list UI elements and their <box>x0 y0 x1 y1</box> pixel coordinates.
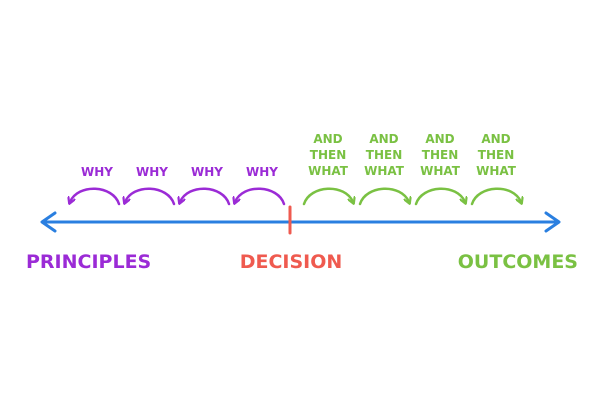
why-label-1: WHY <box>81 165 113 179</box>
outcomes-label: OUTCOMES <box>458 251 578 273</box>
why-arrows <box>70 187 286 206</box>
why-arrow-3 <box>180 187 231 206</box>
then-label-3-line-1: AND <box>425 132 454 146</box>
then-label-1-line-2: THEN <box>310 148 346 162</box>
right-arrowhead-icon <box>544 211 561 233</box>
then-label-2-line-2: THEN <box>366 148 402 162</box>
why-label-4: WHY <box>246 165 278 179</box>
then-labels: AND THEN WHAT AND THEN WHAT AND THEN WHA… <box>308 132 517 178</box>
left-arrowhead-icon <box>40 211 57 233</box>
decision-label: DECISION <box>240 251 343 273</box>
then-label-2-line-1: AND <box>369 132 398 146</box>
then-arrow-2 <box>358 187 409 206</box>
then-label-3-line-3: WHAT <box>420 164 461 178</box>
then-arrow-1 <box>302 187 353 206</box>
then-label-3-line-2: THEN <box>422 148 458 162</box>
principles-label: PRINCIPLES <box>26 251 151 273</box>
then-label-4-line-1: AND <box>481 132 510 146</box>
why-arrow-2 <box>125 187 176 206</box>
why-label-2: WHY <box>136 165 168 179</box>
then-arrow-4 <box>470 187 521 206</box>
then-arrows <box>302 187 521 206</box>
why-labels: WHY WHY WHY WHY <box>81 165 278 179</box>
why-arrow-1 <box>70 187 121 206</box>
then-label-2-line-3: WHAT <box>364 164 405 178</box>
then-arrow-3 <box>414 187 465 206</box>
then-label-4-line-3: WHAT <box>476 164 517 178</box>
why-arrow-4 <box>235 187 286 206</box>
then-label-1-line-1: AND <box>313 132 342 146</box>
timeline-axis <box>40 211 561 233</box>
then-label-1-line-3: WHAT <box>308 164 349 178</box>
why-label-3: WHY <box>191 165 223 179</box>
then-label-4-line-2: THEN <box>478 148 514 162</box>
